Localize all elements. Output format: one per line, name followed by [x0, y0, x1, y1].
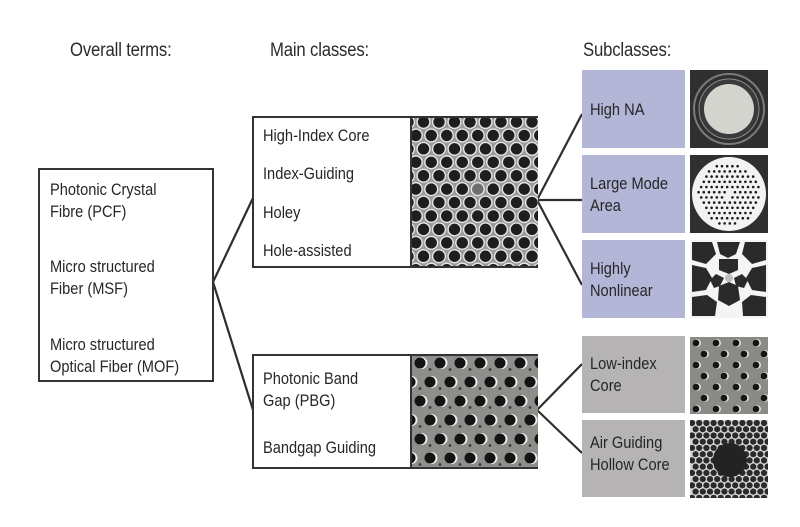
- connector-bandgap-to-air-guiding: [536, 409, 583, 454]
- hollow-core-fiber-image: [690, 420, 768, 498]
- bandgap-lattice-image: [410, 356, 538, 467]
- overall-term-mof: Micro structured Optical Fiber (MOF): [50, 334, 179, 378]
- subclass-label: Low-index: [590, 354, 657, 373]
- high-na-fiber-image: [690, 70, 768, 148]
- main-term: Hole-assisted: [263, 241, 352, 260]
- subclass-label: Large Mode: [590, 174, 669, 193]
- header-overall-terms: Overall terms:: [70, 40, 172, 61]
- main-class-bandgap-box: Photonic Band Gap (PBG) Bandgap Guiding: [252, 354, 538, 469]
- overall-term-line: Photonic Crystal: [50, 180, 157, 199]
- subclass-label: High NA: [590, 100, 645, 119]
- subclass-highly-nonlinear: Highly Nonlinear: [582, 240, 685, 318]
- subclass-large-mode-area: Large Mode Area: [582, 155, 685, 233]
- header-subclasses: Subclasses:: [583, 40, 672, 61]
- subclass-label: Core: [590, 376, 622, 395]
- overall-term-msf: Micro structured Fiber (MSF): [50, 256, 155, 300]
- main-term: High-Index Core: [263, 126, 370, 145]
- overall-terms-box: Photonic Crystal Fibre (PCF) Micro struc…: [38, 168, 214, 382]
- header-main-classes: Main classes:: [270, 40, 369, 61]
- connector-overall-to-index-guiding: [212, 197, 254, 283]
- low-index-core-fiber-image: [690, 337, 768, 414]
- subclass-high-na: High NA: [582, 70, 685, 148]
- connector-index-guiding-to-high-na: [536, 113, 583, 201]
- overall-term-line: Micro structured: [50, 257, 155, 276]
- connector-index-guiding-to-highly-nonlinear: [536, 199, 583, 286]
- overall-term-line: Micro structured: [50, 335, 155, 354]
- main-class-index-guiding-box: High-Index Core Index-Guiding Holey Hole…: [252, 116, 538, 268]
- overall-term-pcf: Photonic Crystal Fibre (PCF): [50, 179, 156, 223]
- subclass-label: Nonlinear: [590, 281, 653, 300]
- main-term: Gap (PBG): [263, 391, 336, 410]
- connector-overall-to-bandgap: [211, 281, 255, 411]
- subclass-low-index-core: Low-index Core: [582, 336, 685, 413]
- hexagonal-lattice-image: [410, 118, 538, 266]
- subclass-label: Highly: [590, 259, 631, 278]
- subclass-label: Hollow Core: [590, 455, 670, 474]
- subclass-label: Area: [590, 196, 621, 215]
- connector-bandgap-to-low-index: [536, 363, 583, 411]
- overall-term-line: Fibre (PCF): [50, 202, 127, 221]
- main-term: Holey: [263, 203, 301, 222]
- subclass-label: Air Guiding: [590, 433, 663, 452]
- overall-term-line: Fiber (MSF): [50, 279, 128, 298]
- main-term: Bandgap Guiding: [263, 438, 376, 457]
- main-term: Photonic Band: [263, 369, 359, 388]
- main-term: Index-Guiding: [263, 164, 355, 183]
- overall-term-line: Optical Fiber (MOF): [50, 357, 180, 376]
- highly-nonlinear-fiber-image: [690, 240, 768, 318]
- subclass-air-guiding-hollow-core: Air Guiding Hollow Core: [582, 420, 685, 497]
- large-mode-area-fiber-image: [690, 155, 768, 233]
